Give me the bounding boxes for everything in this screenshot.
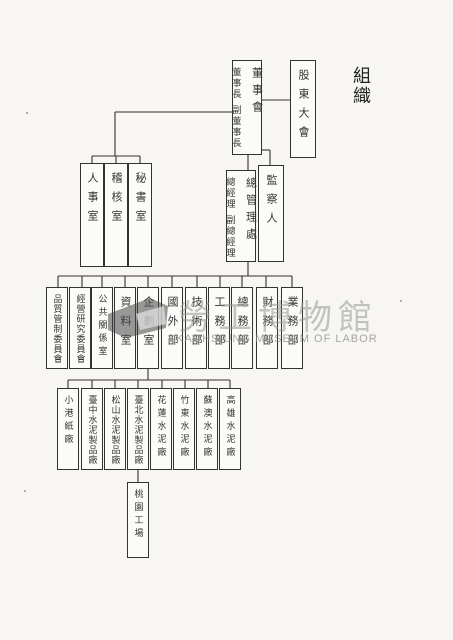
dept-box: 財務部: [256, 287, 278, 369]
sub-plant-label: 桃園工場: [132, 489, 143, 541]
plant-label: 花蓮水泥廠: [155, 395, 166, 460]
dept-box: 公共關係室: [91, 287, 113, 369]
plant-box: 蘇澳水泥廠: [196, 388, 218, 470]
sub-plant-box: 桃園工場: [127, 482, 149, 558]
plant-label: 松山水泥製品廠: [109, 395, 120, 465]
dept-label: 工務部: [213, 296, 226, 353]
plant-box: 臺北水泥製品廠: [127, 388, 149, 470]
dept-label: 品質管制委員會: [51, 294, 62, 364]
plant-box: 小港紙廠: [57, 388, 79, 470]
dept-box: 企劃室: [137, 287, 159, 369]
dept-box: 國外部: [161, 287, 183, 369]
plant-box: 花蓮水泥廠: [150, 388, 172, 470]
plant-label: 臺中水泥製品廠: [86, 395, 97, 465]
office-label: 人事室: [86, 172, 99, 229]
office-label: 稽核室: [110, 172, 123, 229]
plant-box: 竹東水泥廠: [173, 388, 195, 470]
office-label: 秘書室: [134, 172, 147, 229]
office-box-personnel: 人事室: [80, 163, 104, 267]
dept-label: 經營研究委員會: [74, 294, 85, 364]
board-box: 董事會 董事長 副董事長: [230, 60, 264, 155]
plant-label: 臺北水泥製品廠: [132, 395, 143, 465]
dept-box: 總務部: [231, 287, 253, 369]
paper-speck: [400, 300, 402, 302]
management-officers-label: 總經理 副總經理: [224, 177, 235, 259]
dept-box: 工務部: [208, 287, 230, 369]
dept-label: 總務部: [236, 296, 249, 353]
dept-label: 業務部: [286, 296, 299, 353]
dept-box: 業務部: [281, 287, 303, 369]
plant-label: 高雄水泥廠: [224, 395, 235, 460]
office-box-audit: 稽核室: [104, 163, 128, 267]
dept-box: 經營研究委員會: [69, 287, 91, 369]
dept-box: 品質管制委員會: [46, 287, 68, 369]
paper-speck: [24, 490, 26, 492]
board-officers-label: 董事長 副董事長: [230, 67, 241, 149]
supervisors-box: 監察人: [258, 165, 284, 262]
dept-label: 國外部: [166, 296, 179, 353]
page-title: 組織: [350, 66, 371, 106]
plant-label: 蘇澳水泥廠: [201, 395, 212, 460]
dept-label: 技術部: [190, 296, 203, 353]
shareholders-label: 股東大會: [297, 69, 310, 145]
dept-box: 技術部: [185, 287, 207, 369]
dept-label: 企劃室: [142, 296, 155, 353]
plant-box: 高雄水泥廠: [219, 388, 241, 470]
office-box-secretary: 秘書室: [128, 163, 152, 267]
supervisors-label: 監察人: [265, 174, 278, 231]
paper-speck: [26, 112, 28, 114]
plant-label: 小港紙廠: [62, 395, 73, 447]
dept-label: 資料室: [119, 296, 132, 353]
board-label: 董事會: [250, 67, 264, 118]
dept-box: 資料室: [114, 287, 136, 369]
management-label: 總管理處: [244, 177, 258, 245]
shareholders-box: 股東大會: [290, 60, 316, 158]
dept-label: 財務部: [261, 296, 274, 353]
plant-label: 竹東水泥廠: [178, 395, 189, 460]
dept-label: 公共關係室: [96, 294, 107, 359]
plant-box: 松山水泥製品廠: [104, 388, 126, 470]
management-box: 總管理處 總經理 副總經理: [224, 170, 258, 262]
plant-box: 臺中水泥製品廠: [81, 388, 103, 470]
